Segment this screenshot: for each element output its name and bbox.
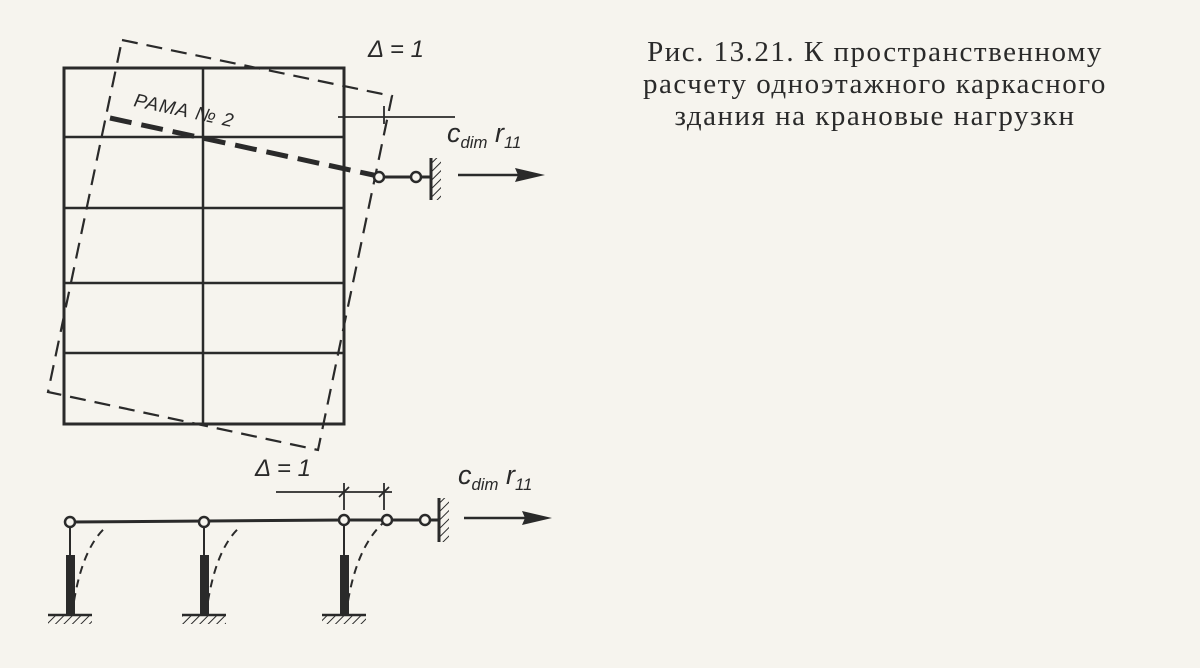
plan-view: [46, 38, 545, 452]
elevation-force-label: cdim r11: [458, 460, 533, 494]
delta-tick: [338, 486, 350, 498]
arrow-head: [515, 168, 545, 182]
caption-line-2: расчету одноэтажного каркасного: [643, 68, 1107, 100]
delta-tick: [378, 486, 390, 498]
displaced-outline: [46, 38, 394, 452]
support-hatch: [440, 498, 449, 542]
column-left: [48, 515, 107, 624]
hinge: [409, 170, 423, 184]
plan-force-label: cdim r11: [447, 118, 522, 152]
elevation-delta-label: Δ = 1: [255, 455, 311, 482]
hinge: [380, 513, 394, 527]
support-hatch: [432, 158, 441, 200]
caption-line-3: здания на крановые нагрузкн: [674, 100, 1076, 132]
arrow-head: [522, 511, 552, 525]
frame-2-line: [109, 115, 379, 179]
column-middle: [182, 515, 241, 624]
hinge: [418, 513, 432, 527]
column-right: [322, 513, 384, 624]
caption-line-1: Рис. 13.21. К пространственному: [647, 36, 1103, 68]
elevation-view: [48, 483, 552, 624]
plan-delta-label: Δ = 1: [368, 36, 424, 63]
hinge: [372, 170, 386, 184]
figure-caption: Рис. 13.21. К пространственному расчету …: [565, 36, 1185, 132]
